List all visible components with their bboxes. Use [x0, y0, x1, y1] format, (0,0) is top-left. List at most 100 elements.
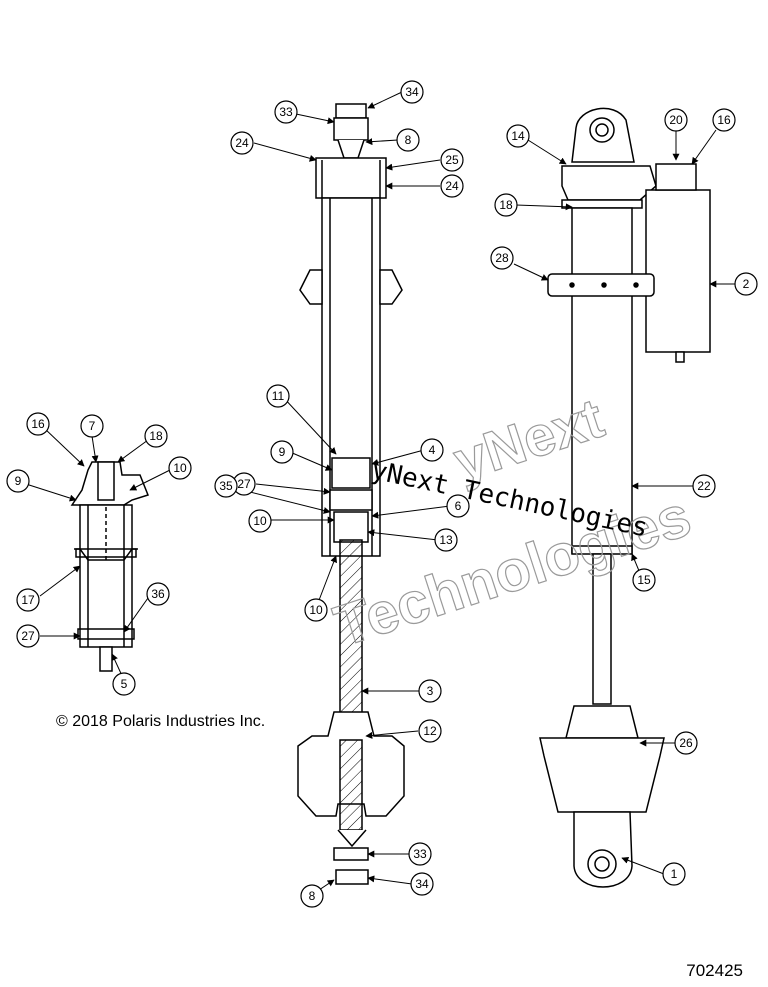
callout-circle — [6, 469, 30, 493]
callout-number: 33 — [413, 847, 427, 861]
callout-number: 28 — [495, 251, 509, 265]
callout-23: 18 — [494, 193, 518, 217]
callout-number: 33 — [279, 105, 293, 119]
callout-number: 2 — [743, 277, 750, 291]
diagram-number: 702425 — [686, 961, 743, 980]
callout-26: 22 — [692, 474, 716, 498]
callout-number: 7 — [89, 419, 96, 433]
callout-20: 14 — [506, 124, 530, 148]
assembled-shock — [539, 107, 711, 888]
callout-21: 20 — [664, 108, 688, 132]
callout-0: 33 — [274, 100, 298, 124]
callout-number: 27 — [21, 629, 35, 643]
callout-number: 15 — [637, 573, 651, 587]
callout-circle — [248, 509, 272, 533]
callout-5: 24 — [440, 174, 464, 198]
callout-circle — [418, 719, 442, 743]
callout-number: 3 — [427, 684, 434, 698]
callout-28: 26 — [674, 731, 698, 755]
callout-circle — [26, 412, 50, 436]
callout-circle — [270, 440, 294, 464]
callout-circle — [692, 474, 716, 498]
callout-circle — [674, 731, 698, 755]
callout-circle — [146, 582, 170, 606]
callout-number: 12 — [423, 724, 437, 738]
callout-number: 24 — [235, 136, 249, 150]
callout-number: 18 — [149, 429, 163, 443]
callout-9: 27 — [232, 472, 256, 496]
callout-16: 12 — [418, 719, 442, 743]
callout-1: 34 — [400, 80, 424, 104]
callout-number: 10 — [173, 461, 187, 475]
callout-circle — [274, 100, 298, 124]
callout-number: 8 — [309, 889, 316, 903]
callout-number: 8 — [405, 133, 412, 147]
watermark: yNext Technologies yNext Technologies — [326, 385, 699, 660]
callout-circle — [408, 842, 432, 866]
callout-number: 9 — [279, 445, 286, 459]
callout-32: 18 — [144, 424, 168, 448]
callout-number: 10 — [253, 514, 267, 528]
callout-8: 9 — [270, 440, 294, 464]
callout-circle — [490, 246, 514, 270]
callout-circle — [396, 128, 420, 152]
callout-circle — [440, 174, 464, 198]
callout-circle — [734, 272, 758, 296]
callout-7: 4 — [420, 438, 444, 462]
callout-circle — [300, 884, 324, 908]
callout-35: 17 — [16, 588, 40, 612]
callout-31: 7 — [80, 414, 104, 438]
callout-number: 34 — [415, 877, 429, 891]
callout-number: 36 — [151, 587, 165, 601]
callout-25: 2 — [734, 272, 758, 296]
callout-circle — [494, 193, 518, 217]
callout-number: 35 — [219, 479, 233, 493]
callout-circle — [16, 588, 40, 612]
callout-6: 11 — [266, 384, 290, 408]
callout-number: 17 — [21, 593, 35, 607]
callout-14: 10 — [304, 598, 328, 622]
callout-number: 6 — [455, 499, 462, 513]
callout-number: 4 — [429, 443, 436, 457]
callout-number: 22 — [697, 479, 711, 493]
callout-17: 33 — [408, 842, 432, 866]
callout-number: 16 — [717, 113, 731, 127]
callout-number: 18 — [499, 198, 513, 212]
callout-36: 36 — [146, 582, 170, 606]
copyright-text: © 2018 Polaris Industries Inc. — [56, 713, 265, 730]
callout-37: 27 — [16, 624, 40, 648]
callout-circle — [446, 494, 470, 518]
callout-18: 8 — [300, 884, 324, 908]
callout-number: 13 — [439, 533, 453, 547]
callout-circle — [230, 131, 254, 155]
callout-number: 10 — [309, 603, 323, 617]
callout-circle — [214, 474, 238, 498]
callout-15: 3 — [418, 679, 442, 703]
callout-2: 8 — [396, 128, 420, 152]
callout-circle — [632, 568, 656, 592]
callout-number: 5 — [121, 677, 128, 691]
callout-circle — [16, 624, 40, 648]
callout-3: 24 — [230, 131, 254, 155]
callout-number: 20 — [669, 113, 683, 127]
callout-10: 35 — [214, 474, 238, 498]
callout-circle — [420, 438, 444, 462]
callout-circle — [664, 108, 688, 132]
callout-circle — [410, 872, 434, 896]
callout-4: 25 — [440, 148, 464, 172]
callout-circle — [400, 80, 424, 104]
callout-33: 9 — [6, 469, 30, 493]
callout-circle — [440, 148, 464, 172]
callout-circle — [434, 528, 458, 552]
callout-number: 9 — [15, 474, 22, 488]
callout-circle — [144, 424, 168, 448]
callout-30: 16 — [26, 412, 50, 436]
callout-circle — [712, 108, 736, 132]
callout-24: 28 — [490, 246, 514, 270]
callout-circle — [506, 124, 530, 148]
callout-number: 27 — [237, 477, 251, 491]
callout-circle — [168, 456, 192, 480]
callout-34: 10 — [168, 456, 192, 480]
